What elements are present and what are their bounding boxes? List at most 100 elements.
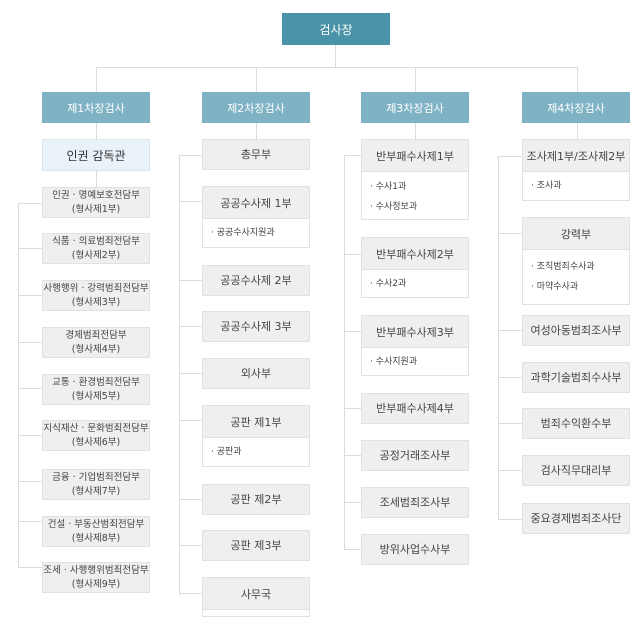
dept-name: 반부패수사제1부 [376,149,454,163]
col1-dept-3[interactable]: 사행행위 · 강력범죄전담부(형사제3부) [42,280,150,311]
dept-name: 공판 제3부 [230,539,282,552]
connector-col4-h1 [498,156,522,157]
unit-label: · 조사과 [531,181,562,191]
col4-dept-5[interactable]: 범죄수익환수부 [522,408,630,439]
connector-col2-down [256,67,257,92]
dept-name: 사무국 [240,587,272,601]
col1-dept-2[interactable]: 식품 · 의료범죄전담부(형사제2부) [42,233,150,264]
col4-dept-7[interactable]: 중요경제범죄조사단 [522,503,630,534]
dept-name: 외사부 [240,367,272,380]
connector-col2-h8 [179,545,203,546]
dept-name: 중요경제범죄조사단 [530,512,622,525]
unit-label: · 수사1과 [370,182,407,192]
dept-name: 금융 · 기업범죄전담부 [52,471,140,483]
col4-dept-1[interactable]: 조사제1부/조사제2부 · 조사과 [522,139,630,201]
connector-col4-h6 [498,470,522,471]
connector-col1-h3 [18,295,42,296]
connector-col4-h7 [498,519,522,520]
dept-name: 공판 제1부 [230,415,282,429]
col1-dept-5[interactable]: 교통 · 환경범죄전담부(형사제5부) [42,374,150,405]
connector-col3-h3 [344,331,362,332]
col3-dept-6[interactable]: 조세범죄조사부 [361,487,469,518]
col4-dept-3[interactable]: 여성아동범죄조사부 [522,315,630,346]
connector-col4-h4 [498,377,522,378]
col3-dept-7[interactable]: 방위사업수사부 [361,534,469,565]
col1-dept-9[interactable]: 조세 · 사행행위범죄전담부(형사제9부) [42,562,150,593]
col2-dept-9[interactable]: 사무국 [202,577,310,617]
unit-label: · 공공수사지원과 [211,228,275,238]
human-rights-supervisor-box[interactable]: 인권 감독관 [42,139,150,171]
col2-dept-4[interactable]: 공공수사제 3부 [202,311,310,342]
connector-col2-h6 [179,420,203,421]
connector-col1-h6 [18,435,42,436]
connector-col3-h5 [344,455,362,456]
col3-dept-2[interactable]: 반부패수사제2부 · 수사2과 [361,237,469,298]
col3-dept-3[interactable]: 반부패수사제3부 · 수사지원과 [361,315,469,376]
col1-dept-1[interactable]: 인권 · 명예보호전담부 (형사제1부) [42,187,150,218]
dept-name: 범죄수익환수부 [540,417,612,430]
dept-name: 강력부 [560,227,592,241]
col1-dept-7[interactable]: 금융 · 기업범죄전담부(형사제7부) [42,469,150,500]
deputy-4-box[interactable]: 제4차장검사 [522,92,630,123]
unit-label: · 조직범죄수사과 [531,262,595,272]
deputy-2-box[interactable]: 제2차장검사 [202,92,310,123]
connector-col2-a [256,122,257,140]
dept-name: 인권 · 명예보호전담부 [52,189,140,201]
col3-dept-1[interactable]: 반부패수사제1부 · 수사1과 · 수사정보과 [361,139,469,220]
connector-col2-h1 [179,155,203,156]
dept-sub: (형사제6부) [71,436,121,448]
connector-col2-spine [179,155,180,595]
deputy-3-box[interactable]: 제3차장검사 [361,92,469,123]
col2-dept-8[interactable]: 공판 제3부 [202,530,310,561]
connector-col3-h7 [344,549,362,550]
connector-col1-h9 [18,567,42,568]
connector-col3-down [415,67,416,92]
col3-dept-5[interactable]: 공정거래조사부 [361,440,469,471]
dept-name: 지식재산 · 문화범죄전담부 [43,422,149,434]
col1-dept-8[interactable]: 건설 · 부동산범죄전담부(형사제8부) [42,516,150,547]
col4-dept-4[interactable]: 과학기술범죄수사부 [522,362,630,393]
connector-col2-h2 [179,201,203,202]
col4-dept-6[interactable]: 검사직무대리부 [522,455,630,486]
unit-label: · 수사정보과 [370,202,418,212]
supervisor-label: 인권 감독관 [66,148,126,163]
col3-dept-4[interactable]: 반부패수사제4부 [361,393,469,424]
col2-dept-2[interactable]: 공공수사제 1부 · 공공수사지원과 [202,186,310,248]
col2-dept-5[interactable]: 외사부 [202,358,310,389]
col2-dept-7[interactable]: 공판 제2부 [202,484,310,515]
col2-dept-6[interactable]: 공판 제1부 · 공판과 [202,405,310,467]
deputy-1-box[interactable]: 제1차장검사 [42,92,150,123]
dept-name: 공정거래조사부 [379,449,451,462]
deputy-4-label: 제4차장검사 [547,101,605,115]
connector-col2-h7 [179,499,203,500]
col2-dept-3[interactable]: 공공수사제 2부 [202,265,310,296]
dept-sub: (형사제3부) [71,296,121,308]
dept-sub: (형사제1부) [71,203,121,215]
connector-col1-b [96,170,97,187]
deputy-2-label: 제2차장검사 [227,101,285,115]
col4-dept-2[interactable]: 강력부 · 조직범죄수사과 · 마약수사과 [522,217,630,305]
dept-name: 반부패수사제2부 [376,247,454,261]
chief-prosecutor-box[interactable]: 검사장 [282,13,390,45]
dept-name: 공공수사제 1부 [220,196,292,210]
dept-name: 총무부 [240,148,272,161]
connector-col1-spine [18,203,19,567]
col1-dept-6[interactable]: 지식재산 · 문화범죄전담부 (형사제6부) [42,420,150,451]
col1-dept-4[interactable]: 경제범죄전담부(형사제4부) [42,327,150,358]
dept-name: 여성아동범죄조사부 [530,324,622,337]
connector-col3-spine [344,155,345,550]
dept-name: 공공수사제 3부 [220,320,292,333]
connector-col4-spine [498,156,499,520]
connector-col1-h2 [18,248,42,249]
dept-name: 식품 · 의료범죄전담부 [52,235,140,247]
connector-col3-h4 [344,408,362,409]
connector-col1-h5 [18,388,42,389]
connector-horizontal-main [96,67,578,68]
col2-dept-1[interactable]: 총무부 [202,139,310,170]
dept-name: 반부패수사제4부 [376,402,454,415]
dept-sub: (형사제5부) [71,390,121,402]
connector-col1-h7 [18,481,42,482]
dept-sub: (형사제8부) [71,532,121,544]
connector-col1-down [96,67,97,92]
unit-label: · 마약수사과 [531,282,579,292]
